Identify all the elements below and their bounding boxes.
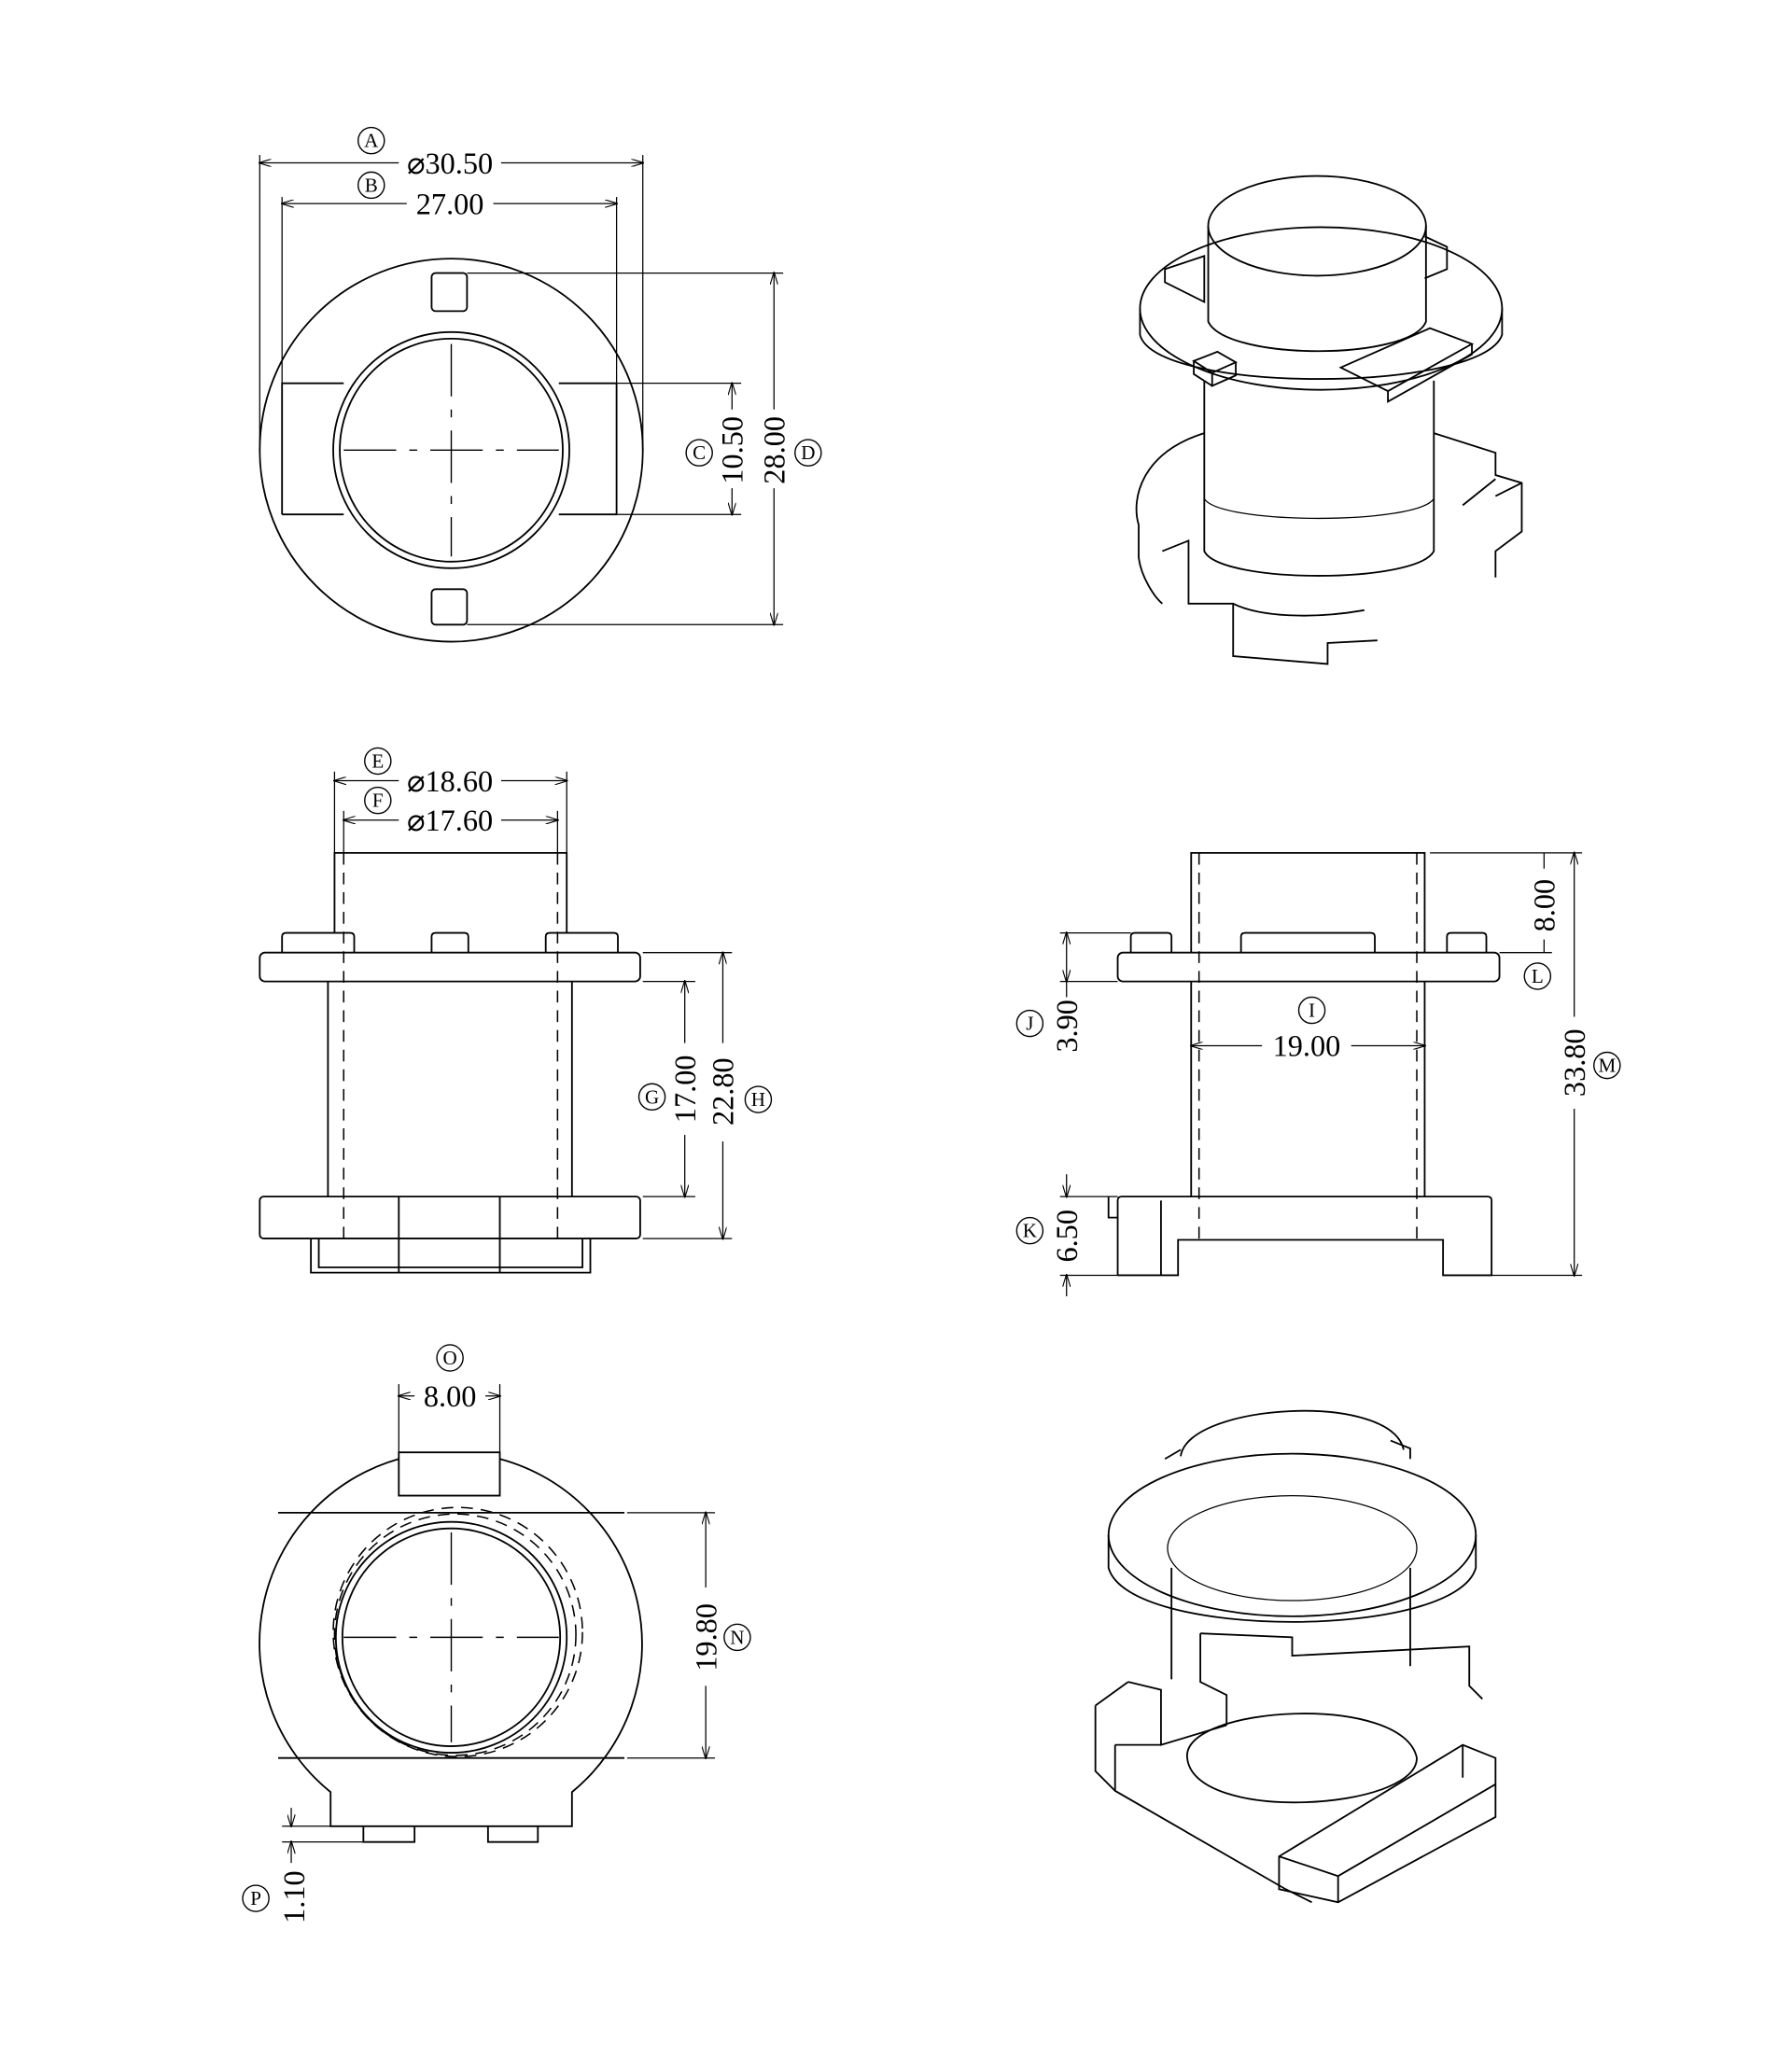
dim-i-label: I bbox=[1309, 1000, 1315, 1022]
dim-g-value: 17.00 bbox=[668, 1056, 702, 1124]
dim-f-value: ⌀17.60 bbox=[407, 804, 493, 837]
isometric-top-view bbox=[1135, 175, 1523, 665]
side-view: 3.90 J 6.50 K 19.00 I 8.00 L 33.80 M bbox=[1015, 853, 1621, 1296]
dim-m-label: M bbox=[1598, 1055, 1616, 1077]
top-view: ⌀30.50 A 27.00 B 10.50 C 28.00 D bbox=[259, 126, 822, 643]
dim-k-label: K bbox=[1023, 1220, 1037, 1242]
dim-h-label: H bbox=[751, 1088, 765, 1111]
dim-d-label: D bbox=[801, 441, 815, 464]
dim-c-value: 10.50 bbox=[716, 416, 749, 484]
dim-e-label: E bbox=[371, 749, 384, 772]
dim-j-value: 3.90 bbox=[1050, 1000, 1084, 1053]
dim-c-label: C bbox=[693, 441, 706, 464]
dim-o-value: 8.00 bbox=[424, 1379, 477, 1413]
dim-p-label: P bbox=[250, 1887, 261, 1909]
dim-n-value: 19.80 bbox=[689, 1603, 722, 1671]
dim-l-value: 8.00 bbox=[1528, 879, 1561, 932]
dim-m-value: 33.80 bbox=[1558, 1028, 1591, 1097]
dim-p-value: 1.10 bbox=[277, 1870, 311, 1923]
dim-b-value: 27.00 bbox=[416, 187, 484, 220]
front-view: ⌀18.60 E ⌀17.60 F 17.00 G 22.80 H bbox=[259, 747, 773, 1274]
isometric-bottom-view bbox=[1094, 1409, 1497, 1904]
dim-j-label: J bbox=[1026, 1013, 1033, 1035]
dim-o-label: O bbox=[442, 1347, 456, 1369]
dim-a-label: A bbox=[364, 130, 379, 152]
dim-a-value: ⌀30.50 bbox=[407, 147, 493, 180]
dim-l-label: L bbox=[1532, 965, 1544, 987]
dim-n-label: N bbox=[730, 1626, 744, 1648]
dim-d-value: 28.00 bbox=[758, 416, 791, 484]
bottom-view: 8.00 O 19.80 N 1.10 P bbox=[242, 1344, 751, 1923]
dim-h-value: 22.80 bbox=[707, 1057, 740, 1126]
dim-e-value: ⌀18.60 bbox=[407, 764, 493, 798]
dim-k-value: 6.50 bbox=[1050, 1210, 1084, 1263]
dim-f-label: F bbox=[372, 790, 384, 812]
dim-g-label: G bbox=[645, 1085, 659, 1108]
dim-b-label: B bbox=[365, 174, 378, 196]
dim-i-value: 19.00 bbox=[1273, 1029, 1341, 1063]
